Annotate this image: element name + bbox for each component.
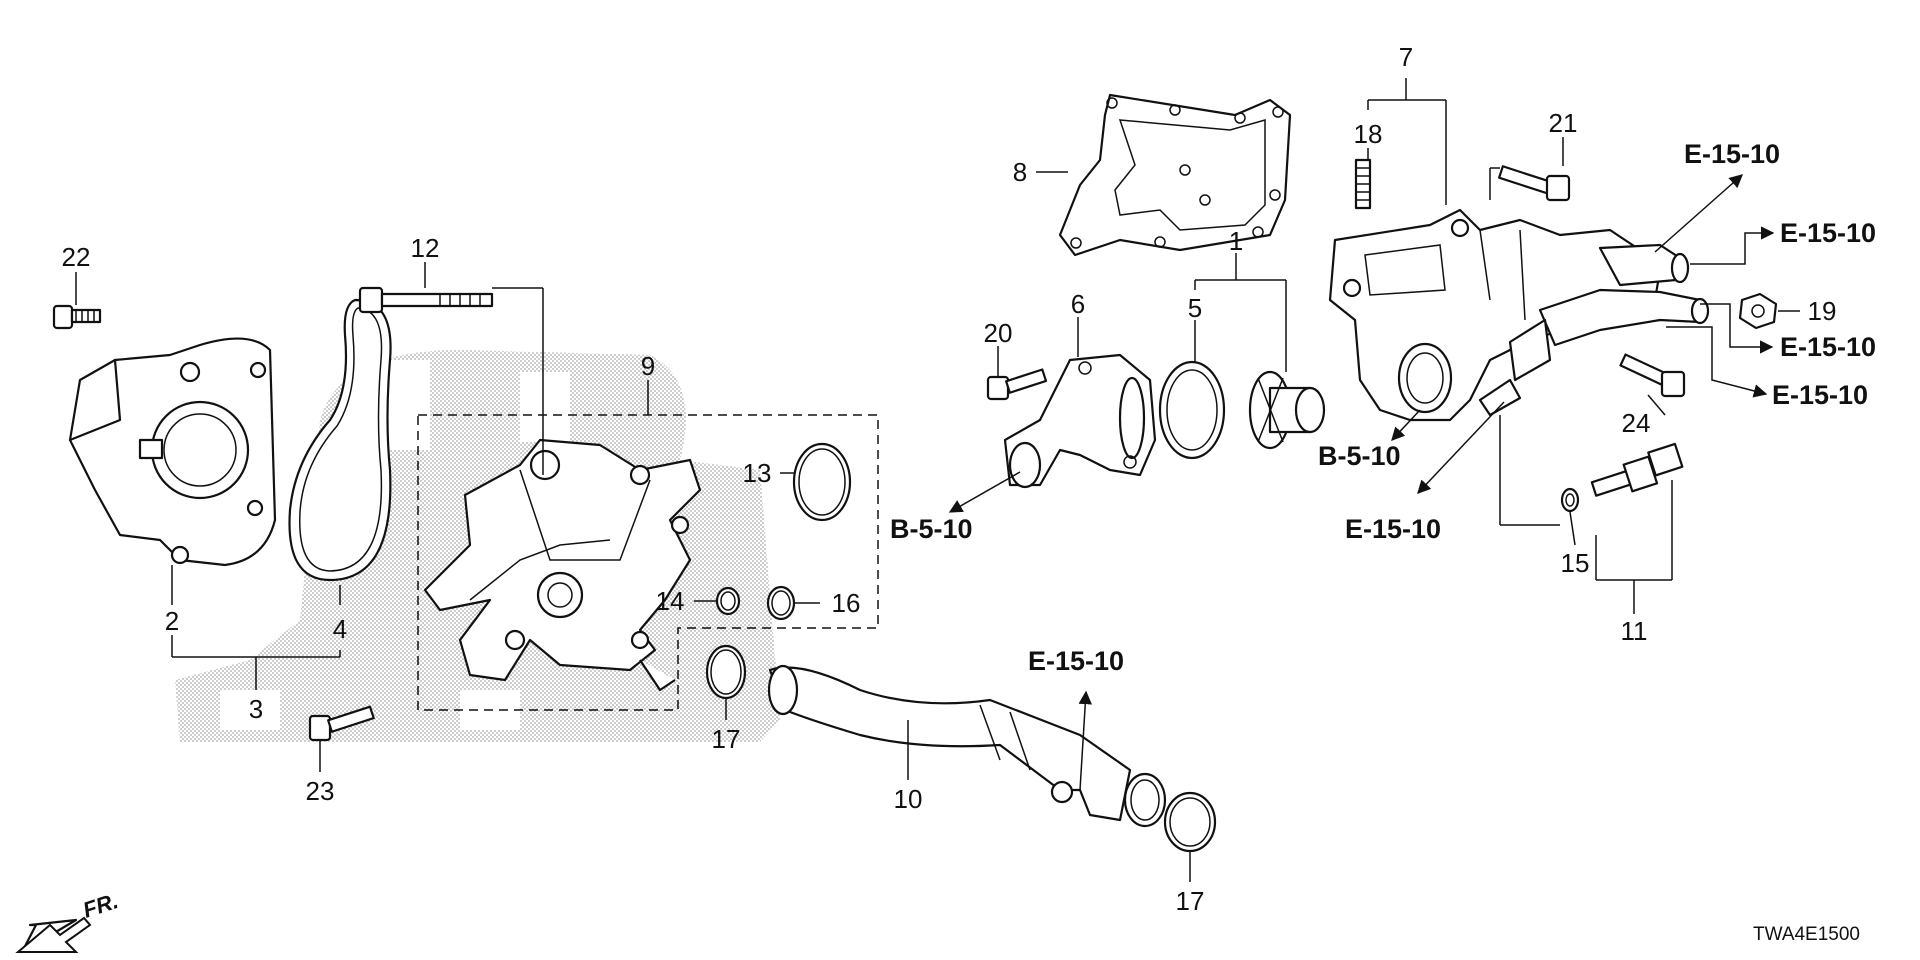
bolt-12[interactable] xyxy=(358,286,494,314)
callout-2[interactable]: 2 xyxy=(165,606,179,636)
outlet-pipes xyxy=(1508,243,1710,382)
gasket-8[interactable] xyxy=(1058,93,1292,257)
bolt-23[interactable] xyxy=(308,705,375,742)
callout-16[interactable]: 16 xyxy=(832,588,861,618)
o-ring-17-lower[interactable] xyxy=(1163,791,1217,853)
gasket-4[interactable] xyxy=(288,298,392,582)
stud-18[interactable] xyxy=(1354,158,1372,210)
callout-18[interactable]: 18 xyxy=(1354,119,1383,149)
temperature-sensor-11[interactable] xyxy=(1590,442,1684,497)
water-pump-housing-9[interactable] xyxy=(423,438,702,692)
callout-14[interactable]: 14 xyxy=(656,586,685,616)
bolt-20[interactable] xyxy=(986,368,1048,401)
callout-11[interactable]: 11 xyxy=(1621,616,1648,646)
reference-arrows xyxy=(948,174,1775,791)
callout-12[interactable]: 12 xyxy=(411,233,440,263)
callout-22[interactable]: 22 xyxy=(62,242,91,272)
callout-19[interactable]: 19 xyxy=(1808,296,1837,326)
assembly-9-box xyxy=(417,414,879,711)
callout-6[interactable]: 6 xyxy=(1071,289,1085,319)
callout-17-upper[interactable]: 17 xyxy=(712,724,741,754)
callout-21[interactable]: 21 xyxy=(1549,108,1578,138)
water-pump-cover-2[interactable] xyxy=(68,337,277,567)
washer-15[interactable] xyxy=(1560,487,1580,513)
water-outlet-7[interactable] xyxy=(1328,208,1662,422)
callout-17-lower[interactable]: 17 xyxy=(1176,886,1205,916)
bolt-21[interactable] xyxy=(1498,165,1571,202)
ref-e-15-10-outlet-bottom[interactable]: E-15-10 xyxy=(1345,514,1441,544)
ref-b-5-10-right[interactable]: B-5-10 xyxy=(1318,441,1401,471)
callout-4[interactable]: 4 xyxy=(333,614,347,644)
thermostat[interactable] xyxy=(1248,370,1326,450)
callout-9[interactable]: 9 xyxy=(641,351,655,381)
callout-20[interactable]: 20 xyxy=(984,318,1013,348)
front-direction-arrow xyxy=(15,916,92,954)
callout-23[interactable]: 23 xyxy=(306,776,335,806)
callout-24[interactable]: 24 xyxy=(1622,408,1651,438)
section-references: B-5-10 B-5-10 E-15-10 E-15-10 E-15-10 E-… xyxy=(890,139,1876,676)
ref-e-15-10-upper-right[interactable]: E-15-10 xyxy=(1780,218,1876,248)
callout-5[interactable]: 5 xyxy=(1188,293,1202,323)
water-pipe-10[interactable] xyxy=(767,664,1167,828)
gasket-5[interactable] xyxy=(1158,360,1226,460)
ref-e-15-10-middle-right[interactable]: E-15-10 xyxy=(1780,332,1876,362)
o-ring-14[interactable] xyxy=(715,586,741,616)
bolt-22[interactable] xyxy=(52,304,102,330)
diagram-code: TWA4E1500 xyxy=(1753,924,1860,945)
callout-7[interactable]: 7 xyxy=(1399,42,1413,72)
front-marker: FR. xyxy=(80,888,121,923)
callout-10[interactable]: 10 xyxy=(894,784,923,814)
leader-lines xyxy=(75,78,1800,882)
ref-e-15-10-top[interactable]: E-15-10 xyxy=(1684,139,1780,169)
callouts: 1 2 3 4 5 6 7 8 9 10 11 12 13 14 15 16 1… xyxy=(62,42,1837,916)
ref-e-15-10-lower-right[interactable]: E-15-10 xyxy=(1772,380,1868,410)
callout-8[interactable]: 8 xyxy=(1013,157,1027,187)
callout-3[interactable]: 3 xyxy=(249,694,263,724)
callout-15[interactable]: 15 xyxy=(1561,548,1590,578)
bolt-24[interactable] xyxy=(1619,353,1686,398)
ref-e-15-10-pipe[interactable]: E-15-10 xyxy=(1028,646,1124,676)
callout-1[interactable]: 1 xyxy=(1229,226,1243,256)
o-ring-17-upper[interactable] xyxy=(705,644,747,700)
callout-13[interactable]: 13 xyxy=(743,458,772,488)
nut-19[interactable] xyxy=(1738,292,1778,330)
thermostat-cover-6[interactable] xyxy=(1003,353,1157,489)
ref-b-5-10-left[interactable]: B-5-10 xyxy=(890,514,973,544)
o-ring-16[interactable] xyxy=(766,585,796,621)
o-ring-13[interactable] xyxy=(792,442,852,522)
